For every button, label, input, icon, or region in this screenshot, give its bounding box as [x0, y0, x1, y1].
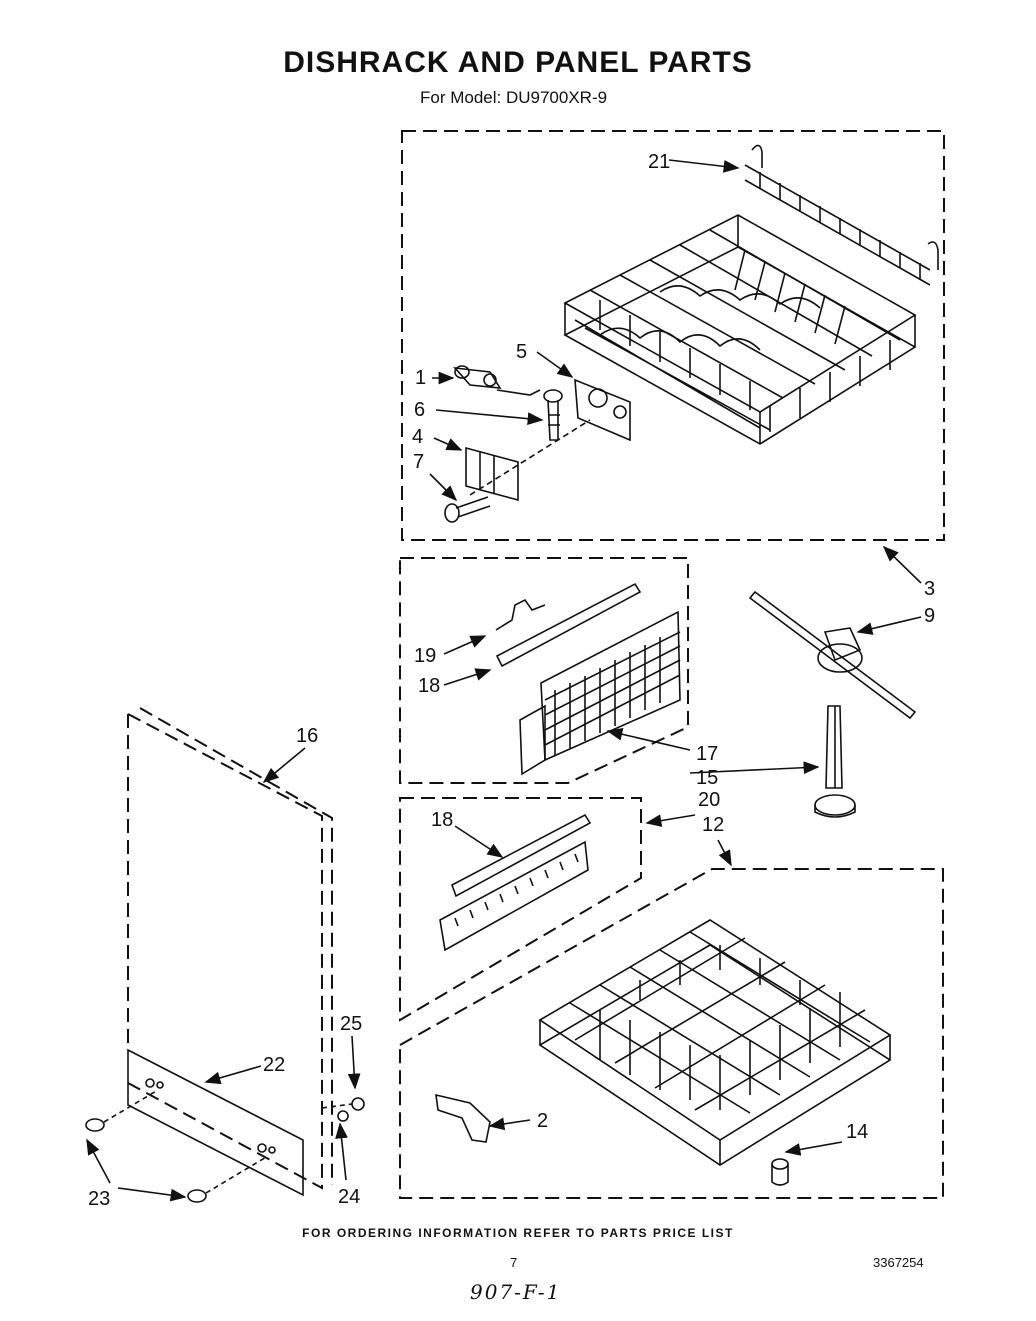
callout-25: 25: [340, 1013, 362, 1035]
callout-14: 14: [846, 1121, 868, 1143]
page-number: 7: [510, 1255, 518, 1270]
handwritten-note: 907-F-1: [470, 1280, 562, 1304]
cup-shelf: [744, 144, 939, 286]
filter-group-box: [399, 557, 689, 784]
filter-parts: [495, 582, 681, 776]
rack-wheel-parts: [435, 1093, 789, 1186]
callout-6: 6: [414, 399, 425, 421]
callout-23: 23: [88, 1188, 110, 1210]
lower-dishrack: [538, 919, 892, 1166]
callout-16: 16: [296, 725, 318, 747]
page-title: DISHRACK AND PANEL PARTS: [283, 46, 753, 79]
spray-arm: [748, 590, 917, 818]
callout-4: 4: [412, 426, 423, 448]
strip-parts: [439, 813, 592, 952]
callout-19: 19: [414, 645, 436, 667]
callout-5: 5: [516, 341, 527, 363]
panel-parts: [85, 1048, 365, 1203]
callout-2: 2: [537, 1110, 548, 1132]
model-line: For Model: DU9700XR-9: [420, 88, 608, 107]
upper-dishrack: [563, 214, 917, 445]
callout-3: 3: [924, 578, 935, 600]
ordering-info-footer: FOR ORDERING INFORMATION REFER TO PARTS …: [302, 1226, 734, 1240]
callout-18-lower: 18: [431, 809, 453, 831]
callout-1: 1: [415, 367, 426, 389]
callout-18-upper: 18: [418, 675, 440, 697]
callout-24: 24: [338, 1186, 360, 1208]
callout-labels: 21 1 5 6 4 7 3 9 19 18 17 15 16 18 20 12…: [88, 151, 935, 1210]
strip-group-box: [399, 797, 642, 1022]
callout-22: 22: [263, 1054, 285, 1076]
callout-20: 20: [698, 789, 720, 811]
upper-rack-group-box: [401, 130, 945, 541]
panel-outline: [127, 713, 323, 1190]
callout-21: 21: [648, 151, 670, 173]
callout-9: 9: [924, 605, 935, 627]
document-number: 3367254: [873, 1255, 924, 1270]
callout-17: 17: [696, 743, 718, 765]
callout-15: 15: [696, 767, 718, 789]
callout-12: 12: [702, 814, 724, 836]
callout-7: 7: [413, 451, 424, 473]
lower-rack-group-box: [399, 868, 944, 1199]
rack-adjuster-parts: [444, 365, 631, 523]
